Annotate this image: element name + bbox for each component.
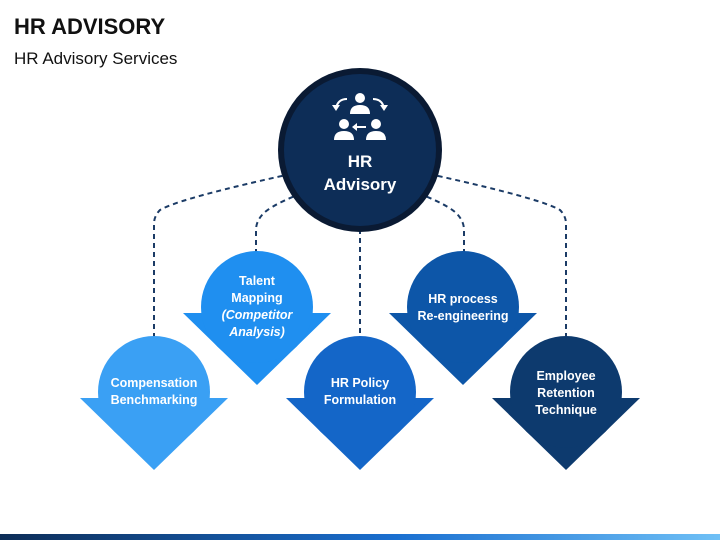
node-text: Retention bbox=[537, 385, 595, 400]
hub-label-line2: Advisory bbox=[323, 175, 397, 194]
connector-talent bbox=[255, 189, 311, 260]
node-label-process: HR process Re-engineering bbox=[413, 280, 513, 336]
node-circle-retention bbox=[510, 336, 622, 448]
node-text: Mapping bbox=[231, 291, 283, 305]
hub-circle bbox=[284, 74, 436, 226]
node-text: HR Policy bbox=[330, 376, 390, 390]
node-text: Technique bbox=[535, 402, 597, 417]
node-label-talent: Talent Mapping (Competitor Analysis) bbox=[207, 272, 307, 342]
node-text: HR process bbox=[428, 292, 498, 306]
node-text: Re-engineering bbox=[417, 309, 509, 323]
node-text: Employee bbox=[536, 368, 596, 383]
node-text: Formulation bbox=[323, 393, 397, 407]
node-text-italic: (Competitor bbox=[221, 308, 293, 322]
node-text-italic: Analysis) bbox=[229, 325, 285, 339]
connector-retention bbox=[419, 171, 567, 360]
node-label-compensation: Compensation Benchmarking bbox=[104, 362, 204, 422]
connector-compensation bbox=[153, 171, 301, 360]
node-circle-policy bbox=[304, 336, 416, 448]
people-exchange-icon bbox=[332, 93, 388, 140]
node-text: Talent bbox=[239, 274, 275, 288]
page-subtitle: HR Advisory Services bbox=[14, 49, 178, 68]
node-text: Compensation bbox=[110, 376, 198, 390]
hub-label-line1: HR bbox=[347, 152, 373, 171]
page-title: HR ADVISORY bbox=[14, 14, 166, 39]
node-circle-process bbox=[407, 251, 519, 363]
node-circle-compensation bbox=[98, 336, 210, 448]
node-label-retention: Employee Retention Technique bbox=[516, 360, 616, 426]
connectors bbox=[153, 171, 567, 360]
node-circle-talent bbox=[201, 251, 313, 363]
node-text: Benchmarking bbox=[110, 393, 198, 407]
hub-label: HR Advisory bbox=[282, 150, 438, 196]
connector-process bbox=[409, 189, 465, 260]
node-label-policy: HR Policy Formulation bbox=[310, 362, 410, 422]
footer-accent-bar bbox=[0, 534, 720, 540]
